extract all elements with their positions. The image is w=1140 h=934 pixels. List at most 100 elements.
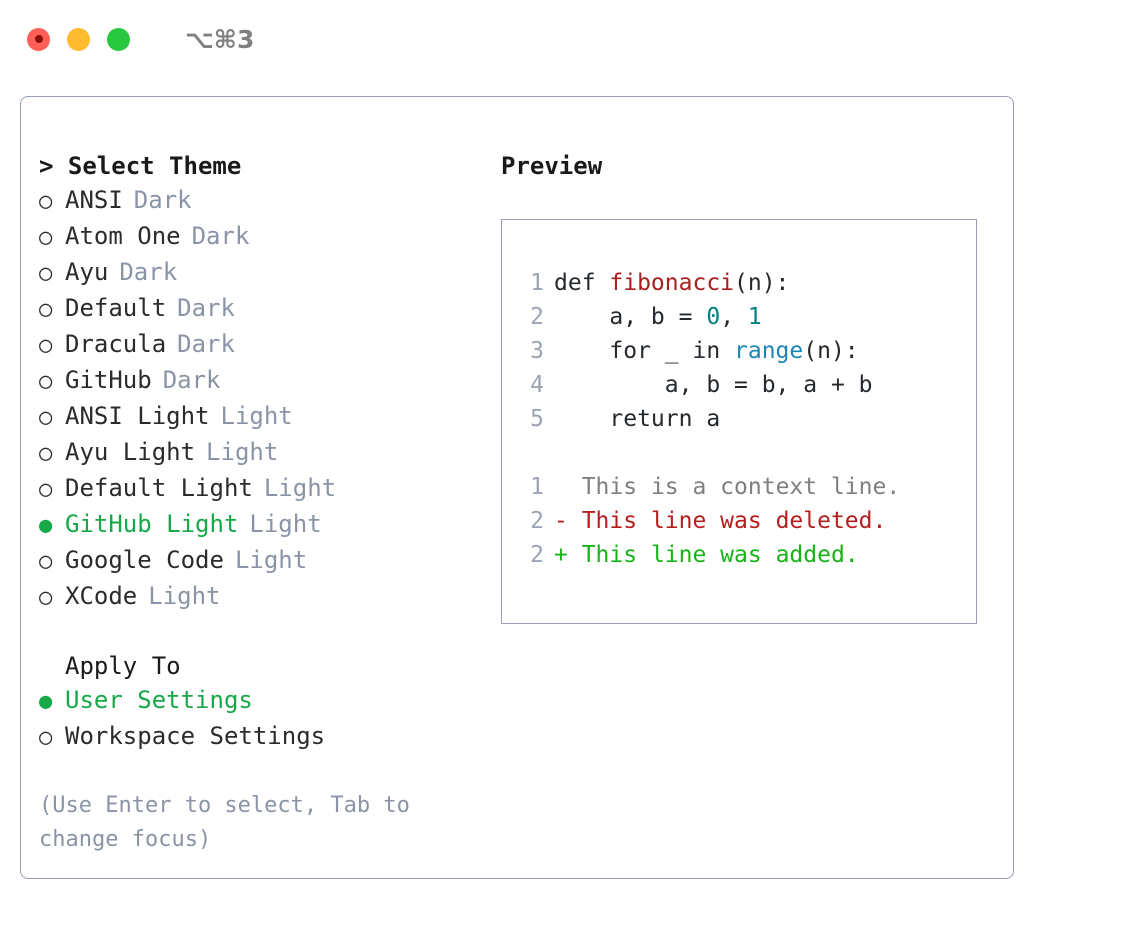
radio-unselected-icon: ○ [39, 225, 53, 250]
radio-unselected-icon: ○ [39, 261, 53, 286]
code-line: 4 a, b = b, a + b [502, 368, 976, 402]
radio-unselected-icon: ○ [39, 585, 53, 610]
radio-unselected-icon: ○ [39, 477, 53, 502]
theme-option-kind: Light [249, 510, 322, 538]
diff-line: 2+ This line was added. [502, 538, 976, 572]
code-token: (n): [734, 270, 790, 296]
theme-option-atom-one[interactable]: ○ Atom One Dark [39, 219, 501, 255]
code-line-text: def fibonacci(n): [544, 266, 789, 300]
radio-unselected-icon: ○ [39, 441, 53, 466]
theme-option-github[interactable]: ○ GitHub Dark [39, 363, 501, 399]
code-line: 2 a, b = 0, 1 [502, 300, 976, 334]
theme-option-kind: Dark [162, 366, 221, 394]
theme-option-kind: Dark [119, 258, 178, 286]
line-number: 3 [530, 338, 544, 364]
line-number: 2 [530, 508, 544, 534]
diff-line: 2- This line was deleted. [502, 504, 976, 538]
diff-marker: - [554, 508, 582, 534]
radio-unselected-icon: ○ [39, 549, 53, 574]
radio-unselected-icon: ○ [39, 369, 53, 394]
theme-option-kind: Light [220, 402, 293, 430]
theme-option-label: GitHub Light [65, 510, 239, 538]
theme-option-kind: Light [148, 582, 221, 610]
diff-line-text: - This line was deleted. [544, 504, 886, 538]
diff-marker [554, 474, 582, 500]
line-number: 1 [530, 270, 544, 296]
diff-line-text: + This line was added. [544, 538, 859, 572]
code-token: a, b = [554, 304, 707, 330]
code-token: def [554, 270, 610, 296]
code-line-text: a, b = 0, 1 [544, 300, 762, 334]
keyboard-shortcut-label: ⌥⌘3 [185, 24, 255, 54]
apply-to-title: Apply To [65, 652, 181, 680]
theme-option-kind: Dark [191, 222, 250, 250]
theme-option-label: ANSI Light [65, 402, 210, 430]
theme-option-kind: Light [234, 546, 308, 574]
code-token: 1 [747, 304, 762, 330]
theme-option-default[interactable]: ○ Default Dark [39, 291, 501, 327]
radio-unselected-icon: ○ [39, 405, 53, 430]
code-line: 3 for _ in range(n): [502, 334, 976, 368]
theme-option-label: Dracula [65, 330, 167, 358]
theme-option-label: Ayu [65, 258, 109, 286]
theme-option-label: GitHub [65, 366, 152, 394]
diff-marker: + [554, 542, 582, 568]
theme-option-ansi-light[interactable]: ○ ANSI Light Light [39, 399, 501, 435]
radio-unselected-icon: ○ [39, 297, 53, 322]
code-token: 0 [706, 304, 721, 330]
code-token: return a [554, 406, 721, 432]
theme-option-label: Default Light [65, 474, 253, 502]
theme-option-dracula[interactable]: ○ Dracula Dark [39, 327, 501, 363]
theme-option-kind: Dark [177, 330, 235, 358]
diff-body: This is a context line. [581, 474, 901, 500]
theme-option-kind: Dark [177, 294, 235, 322]
diff-line: 1 This is a context line. [502, 470, 976, 504]
line-number: 4 [530, 372, 544, 398]
theme-option-ayu-light[interactable]: ○ Ayu Light Light [39, 435, 501, 471]
theme-option-label: ANSI [65, 186, 123, 214]
apply-to-option-label: User Settings [65, 686, 253, 714]
diff-body: This line was added. [581, 542, 859, 568]
theme-option-label: Default [65, 294, 167, 322]
theme-option-ansi[interactable]: ○ ANSI Dark [39, 183, 501, 219]
keyboard-hint: (Use Enter to select, Tab to change focu… [39, 793, 424, 852]
radio-unselected-icon: ○ [39, 189, 53, 214]
line-number: 2 [530, 304, 544, 330]
code-token: (n): [803, 338, 859, 364]
theme-option-kind: Light [263, 474, 337, 502]
apply-to-list: ●User Settings ○ Workspace Settings [39, 683, 501, 755]
code-token: fibonacci [609, 270, 735, 296]
maximize-button[interactable] [107, 27, 130, 51]
line-number: 2 [530, 542, 544, 568]
theme-option-label: Atom One [65, 222, 181, 250]
minimize-button[interactable] [67, 27, 90, 51]
theme-option-kind: Dark [133, 186, 192, 214]
line-number: 1 [530, 474, 544, 500]
radio-unselected-icon: ○ [39, 725, 53, 750]
apply-to-option-label: Workspace Settings [65, 722, 326, 750]
theme-option-default-light[interactable]: ○ Default Light Light [39, 471, 501, 507]
theme-option-label: Ayu Light [65, 438, 196, 466]
line-number: 5 [530, 406, 544, 432]
code-token: range [734, 338, 804, 364]
code-line: 5 return a [502, 402, 976, 436]
preview-title: Preview [501, 152, 603, 180]
radio-unselected-icon: ○ [39, 333, 53, 358]
apply-to-option-workspace-settings[interactable]: ○ Workspace Settings [39, 719, 501, 755]
close-button[interactable] [27, 27, 50, 51]
theme-option-ayu[interactable]: ○ Ayu Dark [39, 255, 501, 291]
apply-to-option-user-settings[interactable]: ●User Settings [39, 683, 501, 719]
code-line-text: a, b = b, a + b [544, 368, 873, 402]
theme-option-kind: Light [206, 438, 279, 466]
code-token: for _ in [554, 338, 735, 364]
